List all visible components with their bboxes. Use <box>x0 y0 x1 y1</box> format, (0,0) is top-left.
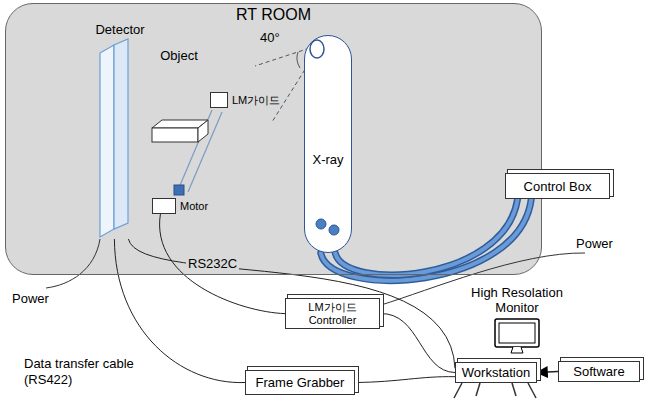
cable-port <box>329 225 339 235</box>
node-text: Frame Grabber <box>256 375 345 390</box>
monitor: High Resolation Monitor <box>463 286 571 360</box>
tube-lens <box>310 40 324 58</box>
xray-source: X-ray <box>304 35 352 253</box>
wire <box>355 377 455 383</box>
object-holder: Object <box>150 48 208 148</box>
cable-line <box>537 372 558 373</box>
motor-unit: Motor <box>152 198 208 214</box>
cable-line <box>160 214 285 314</box>
cable-inner <box>335 199 517 275</box>
software-box: Software <box>558 361 640 382</box>
cable-port <box>316 219 326 229</box>
detector-plate: Detector <box>92 22 148 239</box>
stand-leg <box>454 383 462 398</box>
workstation-stand <box>454 383 536 398</box>
angle-label: 40° <box>258 30 282 45</box>
node-text: LM가이드 <box>232 93 280 108</box>
motor-box <box>152 198 176 214</box>
workstation-box: Workstation <box>455 362 537 383</box>
stand <box>511 347 523 353</box>
node-text: RT ROOM <box>236 6 311 23</box>
edge-label: RS232C <box>186 256 239 271</box>
stand-leg <box>476 383 480 396</box>
object-box <box>150 118 210 148</box>
box-side <box>198 120 208 142</box>
wire <box>537 372 558 373</box>
wire <box>380 314 455 373</box>
motor-block <box>174 185 184 195</box>
wire <box>160 214 285 314</box>
node-text: Object <box>160 48 198 63</box>
tube-parts <box>305 36 350 251</box>
monitor-icon <box>487 318 547 356</box>
power-label: Power <box>574 236 615 251</box>
node-text: X-ray <box>312 152 343 167</box>
room-fill <box>6 4 542 275</box>
node-text: High Resolation Monitor <box>463 286 571 316</box>
cable-line <box>128 239 455 368</box>
xray-cable <box>335 199 517 275</box>
power-label: Power <box>10 291 51 306</box>
node-text: Control Box <box>524 179 592 194</box>
node-text: Motor <box>180 200 208 212</box>
xray-cable <box>321 199 531 281</box>
stand-leg <box>512 383 516 396</box>
panel-face <box>100 45 114 237</box>
cable-inner <box>321 199 531 281</box>
edge-label: Data transfer cable (RS422) <box>22 356 144 387</box>
cable-outer <box>321 199 531 281</box>
node-text: Software <box>573 364 624 379</box>
box-front <box>152 128 198 142</box>
wire <box>128 239 455 368</box>
panel-side <box>114 39 128 229</box>
screen-inner <box>499 323 535 343</box>
control-box: Control Box <box>505 173 610 199</box>
node-text: Detector <box>95 22 144 37</box>
controller-box: LM가이드 Controller <box>285 298 380 329</box>
cable-outer <box>335 199 517 275</box>
detector-panel <box>92 39 148 239</box>
stand-leg <box>528 383 536 398</box>
screen <box>495 319 539 347</box>
cable-line <box>380 314 455 373</box>
power-wire <box>46 239 100 288</box>
angle-arc <box>297 52 300 68</box>
lm-guide: LM가이드 <box>210 92 280 108</box>
cable-line <box>355 377 455 383</box>
frame-grabber-box: Frame Grabber <box>245 370 355 395</box>
guide-block <box>210 92 228 108</box>
node-text: LM가이드 Controller <box>290 301 375 326</box>
node-text: Workstation <box>462 365 530 380</box>
